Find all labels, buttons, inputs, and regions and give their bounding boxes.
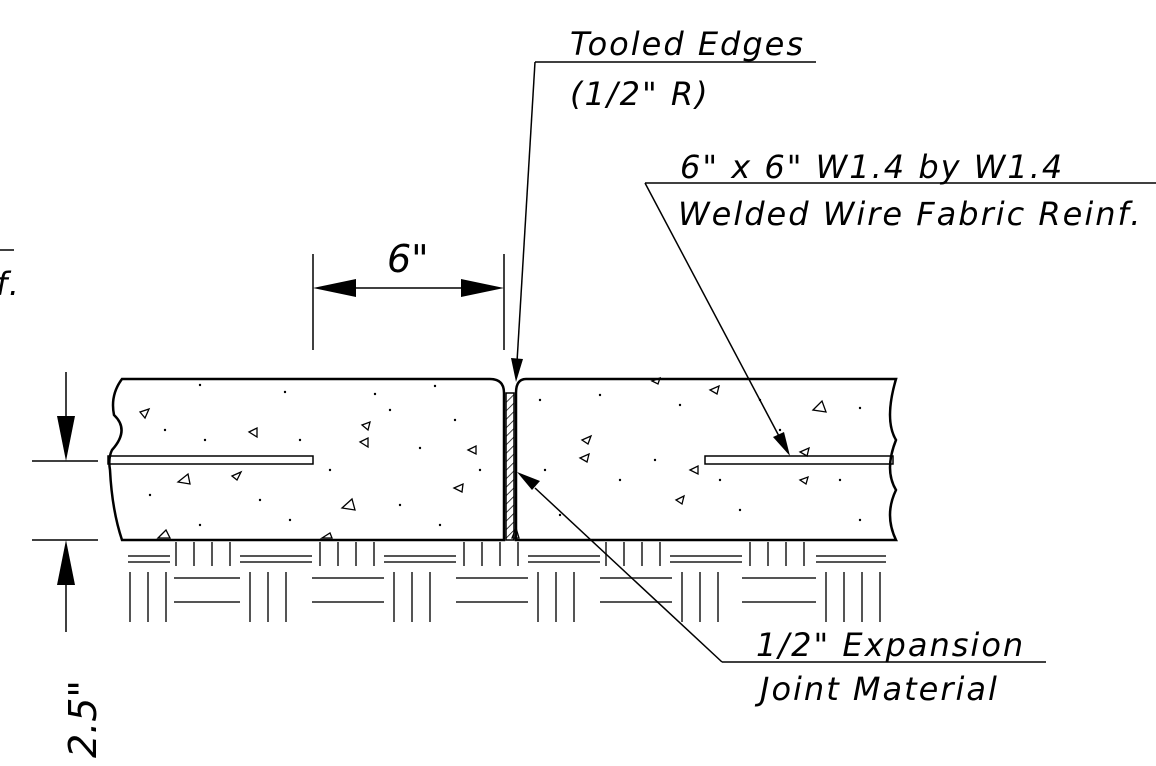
thickness-dimension-label: 2.5"	[61, 680, 105, 758]
dimension-arrow-right	[461, 279, 504, 297]
width-dimension-label: 6"	[387, 237, 429, 281]
tooled-edges-callout: Tooled Edges (1/2" R)	[511, 25, 816, 382]
expansion-joint-callout: 1/2" Expansion Joint Material	[517, 472, 1046, 708]
tooled-edges-label: Tooled Edges	[570, 25, 805, 63]
left-wire-fabric-bar	[107, 455, 314, 465]
thickness-arrow-bottom	[57, 540, 75, 585]
right-wire-fabric-bar	[704, 455, 894, 465]
thickness-dimension: 2.5"	[32, 372, 105, 758]
cut-off-label: f.	[0, 265, 21, 303]
concrete-aggregate-texture	[138, 376, 827, 539]
wire-fabric-arrow	[773, 432, 790, 456]
dimension-arrow-left	[313, 279, 356, 297]
thickness-arrow-top	[57, 416, 75, 461]
wire-fabric-name-label: Welded Wire Fabric Reinf.	[678, 195, 1142, 233]
wire-fabric-callout: 6" x 6" W1.4 by W1.4 Welded Wire Fabric …	[644, 148, 1156, 456]
expansion-joint-size-label: 1/2" Expansion	[756, 626, 1025, 664]
expansion-joint-material	[505, 392, 515, 541]
tooled-edges-arrow	[511, 358, 523, 382]
wire-fabric-spec-label: 6" x 6" W1.4 by W1.4	[680, 148, 1064, 186]
expansion-joint-name-label: Joint Material	[754, 670, 999, 708]
right-concrete-slab	[514, 377, 898, 542]
concrete-dot-texture	[148, 383, 862, 527]
width-dimension: 6"	[312, 237, 505, 350]
tooled-edges-radius-label: (1/2" R)	[570, 75, 710, 113]
subgrade-pattern	[128, 542, 886, 622]
expansion-joint-arrow	[517, 472, 540, 490]
left-concrete-slab	[107, 377, 506, 542]
cut-off-text-fragment: f.	[0, 249, 21, 303]
